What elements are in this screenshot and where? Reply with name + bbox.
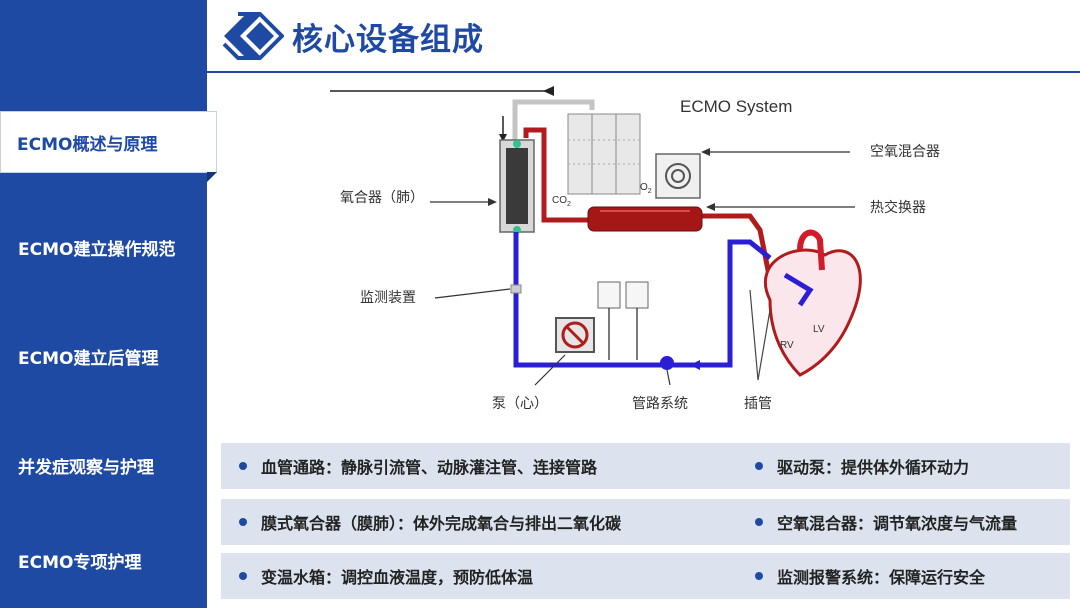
- info-item-blender: 空氧混合器：调节氧浓度与气流量: [755, 499, 1017, 545]
- blender-dial: [665, 163, 691, 189]
- arterial-line-upper: [523, 127, 590, 223]
- oxygenator-leader-head: [488, 198, 497, 206]
- sidebar-item-overview[interactable]: ECMO概述与原理: [0, 111, 217, 173]
- o2-label: O2: [640, 182, 652, 195]
- bullet-icon: [239, 462, 247, 470]
- blender-leader-head: [701, 148, 710, 156]
- info-text: 血管通路：静脉引流管、动脉灌注管、连接管路: [261, 458, 598, 477]
- bullet-icon: [755, 572, 763, 580]
- flow-direction: [690, 360, 700, 370]
- cannula-leader: [757, 309, 771, 381]
- info-item-vascular-access: 血管通路：静脉引流管、动脉灌注管、连接管路: [239, 443, 597, 489]
- heat-exchanger-leader-head: [706, 203, 715, 211]
- lv-label: LV: [813, 324, 825, 335]
- page-title: 核心设备组成: [292, 22, 484, 58]
- info-item-alarm: 监测报警系统：保障运行安全: [755, 553, 985, 599]
- pump-rotor-bar: [564, 324, 586, 346]
- down-arrow-head: [499, 134, 507, 142]
- monitor-sensor: [510, 284, 522, 294]
- venous-line: [513, 232, 772, 368]
- monitor-leader: [434, 288, 511, 299]
- info-text: 空氧混合器：调节氧浓度与气流量: [777, 514, 1018, 533]
- heat-exchanger: [587, 206, 703, 232]
- cannula-label: 插管: [744, 396, 772, 412]
- cannula-leader: [749, 289, 759, 381]
- co2-label: CO2: [552, 195, 571, 208]
- oxygenator-membrane: [506, 148, 528, 224]
- oxygenator-label: 氧合器（肺）: [340, 190, 424, 206]
- pump-leader: [534, 354, 566, 386]
- info-row: 血管通路：静脉引流管、动脉灌注管、连接管路 驱动泵：提供体外循环动力: [221, 443, 1070, 489]
- tubing-junction: [660, 356, 674, 370]
- bullet-icon: [239, 572, 247, 580]
- info-item-oxygenator: 膜式氧合器（膜肺）：体外完成氧合与排出二氧化碳: [239, 499, 621, 545]
- nav-fold-shadow: [207, 172, 217, 182]
- connector: [513, 140, 521, 148]
- sidebar-item-management[interactable]: ECMO建立后管理: [0, 336, 207, 376]
- pump-label: 泵（心）: [492, 396, 548, 412]
- gauge: [597, 281, 621, 309]
- tubing-leader: [666, 369, 671, 386]
- bullet-icon: [755, 462, 763, 470]
- air-oxygen-blender: [655, 153, 701, 199]
- header-divider: [207, 71, 1080, 73]
- sidebar: [0, 0, 207, 608]
- flow-arrow-head: [543, 86, 554, 96]
- monitor-label: 监测装置: [360, 290, 416, 306]
- info-row: 膜式氧合器（膜肺）：体外完成氧合与排出二氧化碳 空氧混合器：调节氧浓度与气流量: [221, 499, 1070, 545]
- info-text: 变温水箱：调控血液温度，预防低体温: [261, 568, 534, 587]
- info-item-water-tank: 变温水箱：调控血液温度，预防低体温: [239, 553, 533, 599]
- info-row: 变温水箱：调控血液温度，预防低体温 监测报警系统：保障运行安全: [221, 553, 1070, 599]
- rv-label: RV: [780, 340, 794, 351]
- diagram-title: ECMO System: [680, 97, 792, 116]
- sidebar-item-label: 并发症观察与护理: [18, 457, 154, 478]
- info-text: 膜式氧合器（膜肺）：体外完成氧合与排出二氧化碳: [261, 514, 622, 533]
- gauge: [625, 281, 649, 309]
- sidebar-item-label: ECMO专项护理: [18, 552, 142, 573]
- info-item-pump: 驱动泵：提供体外循环动力: [755, 443, 969, 489]
- info-text: 监测报警系统：保障运行安全: [777, 568, 986, 587]
- vena-cava: [783, 272, 814, 307]
- bullet-icon: [755, 518, 763, 526]
- gas-line: [512, 99, 595, 140]
- bullet-icon: [239, 518, 247, 526]
- sidebar-item-label: ECMO建立操作规范: [18, 239, 176, 260]
- heat-exchanger-label: 热交换器: [870, 199, 926, 216]
- sidebar-item-label: ECMO概述与原理: [17, 134, 158, 155]
- title-diamond-icon: [222, 12, 284, 60]
- ecmo-system-diagram: ECMO System 空氧混合器 CO2 O2 热交换器 氧合器（肺） 监测装…: [330, 86, 940, 412]
- sidebar-item-label: ECMO建立后管理: [18, 348, 159, 369]
- blender-label: 空氧混合器: [870, 144, 940, 160]
- tubing-label: 管路系统: [632, 396, 688, 412]
- aorta: [797, 229, 825, 271]
- sidebar-item-special-care[interactable]: ECMO专项护理: [0, 540, 207, 580]
- sidebar-item-complications[interactable]: 并发症观察与护理: [0, 445, 207, 485]
- gas-panel: [567, 113, 641, 195]
- info-text: 驱动泵：提供体外循环动力: [777, 458, 970, 477]
- blender-dial-inner: [671, 169, 685, 183]
- sidebar-item-setup[interactable]: ECMO建立操作规范: [0, 227, 207, 267]
- pump-rotor: [561, 321, 589, 349]
- heart: [763, 248, 862, 377]
